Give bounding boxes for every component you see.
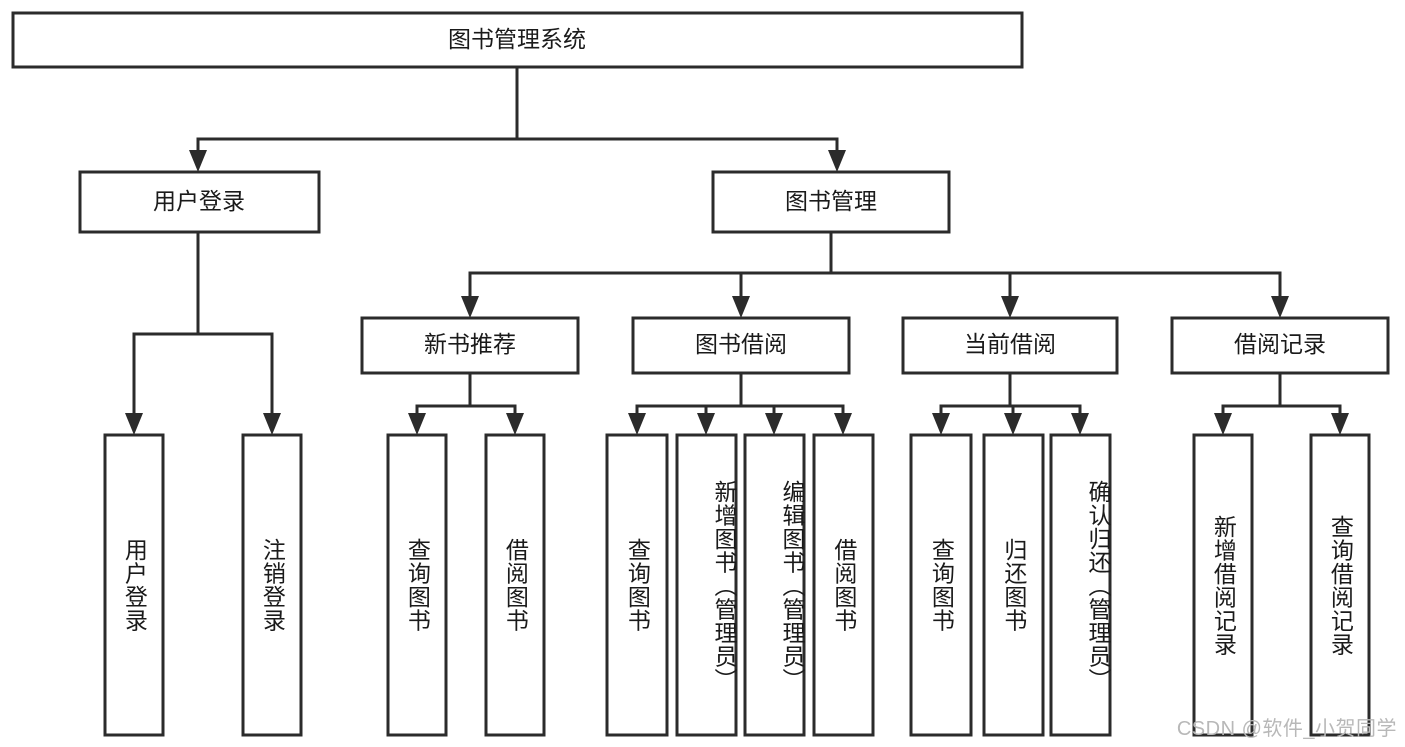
node-current-borrow[interactable]: [901, 316, 1119, 375]
arrow-new-book-recommend: [461, 296, 479, 318]
node-leaf-logout-login[interactable]: [241, 433, 303, 737]
node-leaf-borrow-book-2[interactable]: [812, 433, 875, 737]
node-book-management[interactable]: [711, 170, 951, 234]
node-leaf-query-borrow-record[interactable]: [1309, 433, 1371, 737]
csdn-watermark: CSDN @软件_小贺同学: [1176, 718, 1397, 740]
node-book-borrow-label: 图书借阅: [695, 331, 787, 357]
node-book-borrow[interactable]: [631, 316, 851, 375]
node-leaf-query-book-2[interactable]: [605, 433, 669, 737]
edges-layer: [125, 65, 1349, 435]
node-user-login-label: 用户登录: [153, 188, 245, 214]
node-book-management-label: 图书管理: [785, 188, 877, 214]
node-leaf-query-book-3[interactable]: [909, 433, 973, 737]
node-leaf-add-borrow-record[interactable]: [1192, 433, 1254, 737]
node-root[interactable]: [11, 11, 1024, 69]
node-new-book-recommend[interactable]: [360, 316, 580, 375]
arrow-leaf-user-login: [125, 413, 143, 435]
arrow-leaf-edit-book-admin: [765, 413, 783, 435]
arrow-current-borrow: [1001, 296, 1019, 318]
arrow-leaf-borrow-book-1: [506, 413, 524, 435]
node-borrow-records[interactable]: [1170, 316, 1390, 375]
arrow-leaf-confirm-return: [1071, 413, 1089, 435]
node-borrow-records-label: 借阅记录: [1234, 331, 1326, 357]
arrow-borrow-records: [1271, 296, 1289, 318]
node-leaf-return-book[interactable]: [982, 433, 1045, 737]
node-leaf-edit-book-admin[interactable]: [743, 433, 806, 737]
arrow-leaf-query-book-2: [628, 413, 646, 435]
node-leaf-borrow-book-1[interactable]: [484, 433, 546, 737]
node-new-book-recommend-label: 新书推荐: [424, 331, 516, 357]
arrow-leaf-add-borrow-record: [1214, 413, 1232, 435]
arrow-book-management: [828, 150, 846, 172]
node-root-label: 图书管理系统: [448, 26, 586, 52]
node-leaf-add-book-admin[interactable]: [675, 433, 738, 737]
arrow-leaf-borrow-book-2: [834, 413, 852, 435]
node-leaf-user-login[interactable]: [103, 433, 165, 737]
arrow-leaf-query-book-1: [408, 413, 426, 435]
arrow-leaf-query-borrow-record: [1331, 413, 1349, 435]
node-leaf-query-book-1[interactable]: [386, 433, 448, 737]
arrow-leaf-logout-login: [263, 413, 281, 435]
node-current-borrow-label: 当前借阅: [964, 331, 1056, 357]
arrow-user-login: [189, 150, 207, 172]
node-user-login[interactable]: [78, 170, 321, 234]
nodes-layer: 图书管理系统 用户登录 图书管理 新书推荐 图书借阅 当前借阅 借阅记录: [11, 11, 1390, 737]
arrow-leaf-return-book: [1004, 413, 1022, 435]
arrow-leaf-add-book-admin: [697, 413, 715, 435]
arrow-book-borrow: [732, 296, 750, 318]
node-leaf-confirm-return[interactable]: [1049, 433, 1112, 737]
arrow-leaf-query-book-3: [932, 413, 950, 435]
